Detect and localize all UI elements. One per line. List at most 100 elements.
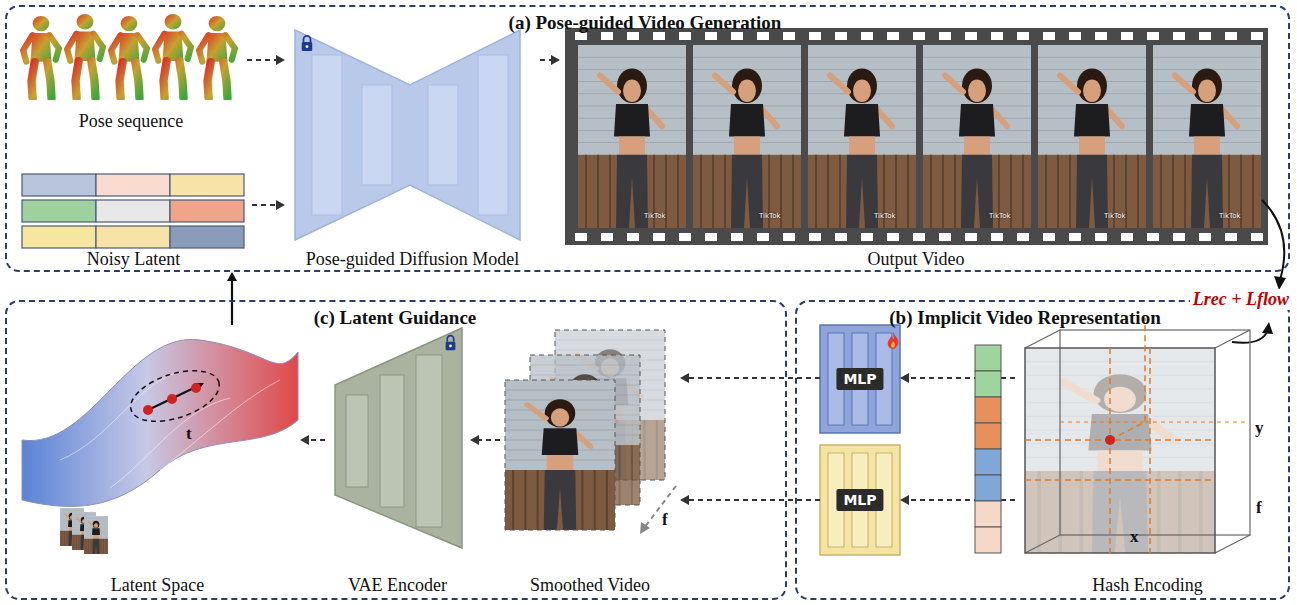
latent-space-surface	[124, 361, 225, 431]
film-strip	[757, 233, 769, 241]
film-strip	[1147, 32, 1159, 40]
smoothed-video-frames	[505, 330, 676, 534]
arrow-head	[680, 495, 689, 505]
film-strip	[1038, 45, 1146, 228]
feature-vector-cells	[975, 345, 1001, 371]
feature-vector-cells	[975, 501, 1001, 527]
hash-grid-cube	[1025, 348, 1215, 553]
film-strip	[1095, 233, 1107, 241]
panel-title: (a) Pose-guided Video Generation	[509, 12, 782, 34]
feature-vector-cells	[975, 449, 1001, 475]
film-strip	[578, 45, 686, 228]
node-label: Noisy Latent	[87, 249, 180, 270]
arrow-head	[551, 55, 560, 65]
flow-arrow	[680, 495, 820, 505]
film-strip	[757, 32, 769, 40]
node-label: Pose sequence	[79, 111, 183, 132]
film-strip	[939, 32, 951, 40]
axis-label: y	[1255, 418, 1264, 438]
hash-grid-cube	[1105, 435, 1115, 445]
film-strip	[887, 32, 899, 40]
hash-encoding: Hash Encoding	[1015, 325, 1280, 598]
film-strip	[991, 32, 1003, 40]
axis-label: x	[1130, 527, 1139, 547]
film-strip	[1121, 32, 1133, 40]
axis-label: f	[1256, 498, 1262, 518]
pose-sequence: Pose sequence	[15, 10, 247, 134]
feature-vector-cells	[975, 423, 1001, 449]
latent-space-surface	[167, 394, 177, 404]
flow-arrow	[540, 55, 560, 65]
mlp-label: MLP	[836, 489, 883, 511]
film-strip	[835, 32, 847, 40]
arrow-head	[276, 55, 285, 65]
noisy-latent: Noisy Latent	[15, 168, 252, 272]
film-strip	[575, 32, 1263, 241]
film-strip	[913, 233, 925, 241]
latent-space: Latent Space	[15, 325, 300, 598]
vae-encoder-shape	[335, 328, 462, 548]
film-strip	[1173, 233, 1185, 241]
noisy-latent-cells	[22, 200, 96, 222]
arrow-head	[227, 272, 237, 281]
feature-vector-cells	[975, 475, 1001, 501]
arrow-head	[680, 373, 689, 383]
diffusion-unet	[302, 36, 313, 51]
panel-title: (b) Implicit Video Representation	[889, 307, 1160, 329]
film-strip	[808, 45, 916, 228]
film-strip	[627, 233, 639, 241]
film-strip	[783, 233, 795, 241]
feature-vector-cells	[975, 527, 1001, 553]
mlp-columns	[820, 445, 900, 555]
latent-space-surface	[143, 405, 153, 415]
feature-vector-cells	[975, 397, 1001, 423]
node-label: Hash Encoding	[1092, 575, 1202, 596]
loss-formula: Lrec + Lflow	[1190, 289, 1292, 310]
diffusion-unet	[428, 85, 458, 185]
watermark: TikTok	[989, 212, 1010, 220]
film-strip	[1147, 233, 1159, 241]
film-strip	[705, 233, 717, 241]
axis-label: f	[662, 510, 668, 530]
film-strip	[1225, 32, 1237, 40]
film-strip	[565, 28, 1268, 245]
film-strip	[809, 233, 821, 241]
mlp-columns	[888, 332, 899, 349]
latent-space-surface	[191, 383, 201, 393]
node-label: Pose-guided Diffusion Model	[306, 249, 520, 270]
film-strip	[783, 32, 795, 40]
diffusion-unet	[362, 85, 392, 185]
pose-sequence-figures	[67, 14, 103, 98]
film-strip	[1017, 233, 1029, 241]
noisy-latent-cells	[96, 200, 170, 222]
arrow-head	[470, 435, 479, 445]
film-strip	[1199, 32, 1211, 40]
film-strip	[861, 32, 873, 40]
connector-line	[688, 499, 820, 501]
film-strip	[887, 233, 899, 241]
film-strip	[991, 233, 1003, 241]
pose-sequence-figures	[23, 14, 235, 98]
loss-arrows	[1262, 322, 1273, 334]
diffusion-unet	[295, 30, 520, 240]
flow-arrow	[252, 200, 285, 210]
film-strip	[1153, 45, 1261, 228]
node-label: Output Video	[867, 249, 964, 270]
flow-arrow	[247, 55, 285, 65]
latent-space-surface	[84, 516, 108, 554]
film-strip	[575, 233, 587, 241]
latent-space-surface	[22, 339, 298, 506]
film-strip	[731, 233, 743, 241]
hash-grid-cube	[1060, 422, 1250, 423]
connector-line	[688, 377, 820, 379]
diffusion-unet	[312, 55, 342, 215]
film-strip	[1251, 233, 1263, 241]
noisy-latent-cells	[170, 200, 244, 222]
film-strip	[653, 233, 665, 241]
film-strip	[653, 32, 665, 40]
axis-label: t	[186, 424, 192, 444]
hash-grid-cube	[1025, 318, 1215, 553]
connector-line	[231, 280, 233, 325]
